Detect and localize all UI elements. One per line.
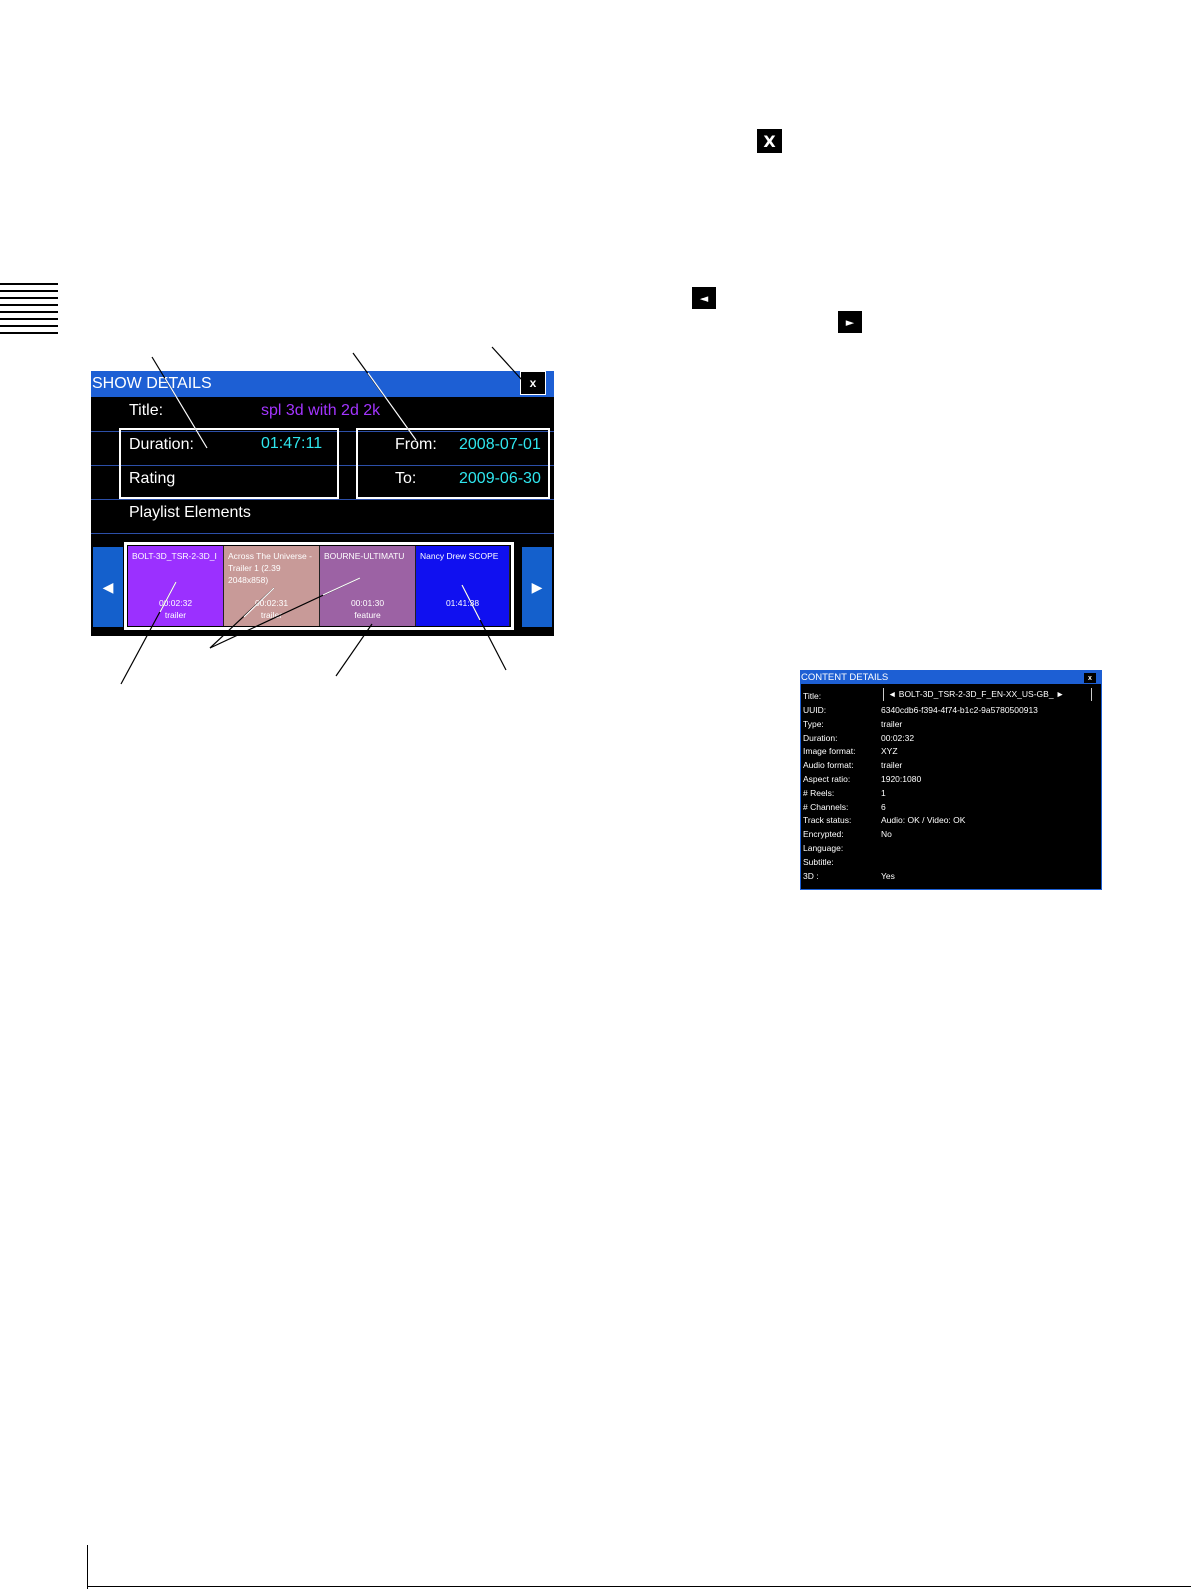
cd-title-label: Title: — [803, 691, 822, 701]
cd-field-label: Duration: — [803, 732, 838, 743]
tile-duration: 00:02:31 — [254, 598, 289, 608]
rating-label: Rating — [129, 470, 176, 487]
from-value: 2008-07-01 — [459, 436, 541, 453]
cd-field-value: trailer — [881, 718, 903, 729]
cd-field-value: XYZ — [881, 746, 898, 757]
duration-rating-box — [119, 428, 339, 499]
chapter-thumb-index — [0, 283, 58, 335]
show-details-header: SHOW DETAILS — [92, 375, 212, 392]
content-details-titlebar: CONTENT DETAILS — [801, 671, 1101, 684]
cd-title-selector[interactable]: ◄ BOLT-3D_TSR-2-3D_F_EN-XX_US-GB_ ► — [883, 688, 1092, 701]
close-icon: X — [757, 129, 782, 153]
cd-title-value: ◄ BOLT-3D_TSR-2-3D_F_EN-XX_US-GB_ ► — [888, 689, 1065, 699]
tile-name: BOLT-3D_TSR-2-3D_I — [132, 551, 217, 561]
playlist-tile[interactable]: Across The Universe - Trailer 1 (2.39 20… — [224, 546, 320, 626]
playlist-tiles: BOLT-3D_TSR-2-3D_I 00:02:32 trailer Acro… — [124, 542, 514, 630]
tile-name: BOURNE-ULTIMATU — [324, 551, 405, 561]
cd-field-label: Subtitle: — [803, 856, 834, 867]
cd-field-label: Encrypted: — [803, 829, 844, 840]
cd-field-value: No — [881, 829, 892, 840]
playlist-elements-label: Playlist Elements — [129, 504, 251, 521]
from-label: From: — [395, 436, 437, 453]
cd-field-value: 1 — [881, 787, 886, 798]
from-to-box — [356, 428, 550, 499]
cd-field-label: # Reels: — [803, 787, 835, 798]
tile-kind: feature — [354, 610, 381, 620]
cd-field-value: 00:02:32 — [881, 732, 915, 743]
cd-field-value: 1920:1080 — [881, 774, 922, 784]
tile-duration: 00:02:32 — [158, 598, 193, 608]
to-value: 2009-06-30 — [459, 470, 541, 487]
footer-vertical-rule — [87, 1545, 88, 1589]
content-details-header: CONTENT DETAILS — [801, 672, 889, 683]
title-label: Title: — [129, 402, 164, 419]
title-value: spl 3d with 2d 2k — [261, 402, 381, 419]
cd-field-value: 6340cdb6-f394-4f74-b1c2-9a5780500913 — [881, 705, 1038, 715]
duration-label: Duration: — [129, 436, 194, 453]
playlist-next-button[interactable]: ▶ — [522, 547, 552, 627]
cd-field-value: 6 — [881, 801, 886, 812]
playlist-prev-button[interactable]: ◀ — [93, 547, 123, 627]
show-details-titlebar: SHOW DETAILS — [91, 371, 554, 397]
next-arrow-icon: ► — [838, 311, 862, 333]
tile-kind: trailer — [260, 610, 283, 620]
playlist-tile[interactable]: BOURNE-ULTIMATU 00:01:30 feature — [320, 546, 416, 626]
show-details-close-button[interactable]: x — [520, 371, 546, 395]
content-details-close-button[interactable]: x — [1084, 673, 1096, 683]
tile-name: Nancy Drew SCOPE — [420, 551, 499, 561]
tile-name: Across The Universe - Trailer 1 (2.39 20… — [228, 551, 312, 585]
cd-field-label: Type: — [803, 718, 824, 729]
cd-field-value: Audio: OK / Video: OK — [881, 815, 966, 826]
cd-field-value: trailer — [881, 760, 903, 771]
footer-rule — [87, 1586, 1191, 1587]
tile-kind: trailer — [164, 610, 187, 620]
tile-duration: 01:41:38 — [445, 598, 480, 608]
show-details-screen: SHOW DETAILS x Title: spl 3d with 2d 2k … — [91, 371, 554, 636]
cd-field-label: # Channels: — [803, 801, 849, 812]
cd-field-value: Yes — [881, 870, 895, 881]
tile-duration: 00:01:30 — [350, 598, 385, 608]
duration-value: 01:47:11 — [261, 435, 323, 452]
cd-field-label: Image format: — [803, 746, 856, 757]
cd-field-label: Aspect ratio: — [803, 774, 851, 784]
cd-field-label: Audio format: — [803, 760, 854, 771]
content-details-screen: CONTENT DETAILS x Title: ◄ BOLT-3D_TSR-2… — [800, 670, 1102, 890]
cd-field-label: 3D : — [803, 870, 819, 881]
cd-field-label: Language: — [803, 843, 844, 853]
prev-arrow-icon: ◄ — [692, 287, 716, 309]
cd-field-label: UUID: — [803, 705, 827, 715]
playlist-tile[interactable]: BOLT-3D_TSR-2-3D_I 00:02:32 trailer — [128, 546, 224, 626]
to-label: To: — [395, 470, 417, 487]
cd-field-label: Track status: — [803, 815, 852, 826]
playlist-tile[interactable]: Nancy Drew SCOPE 01:41:38 — [416, 546, 510, 626]
